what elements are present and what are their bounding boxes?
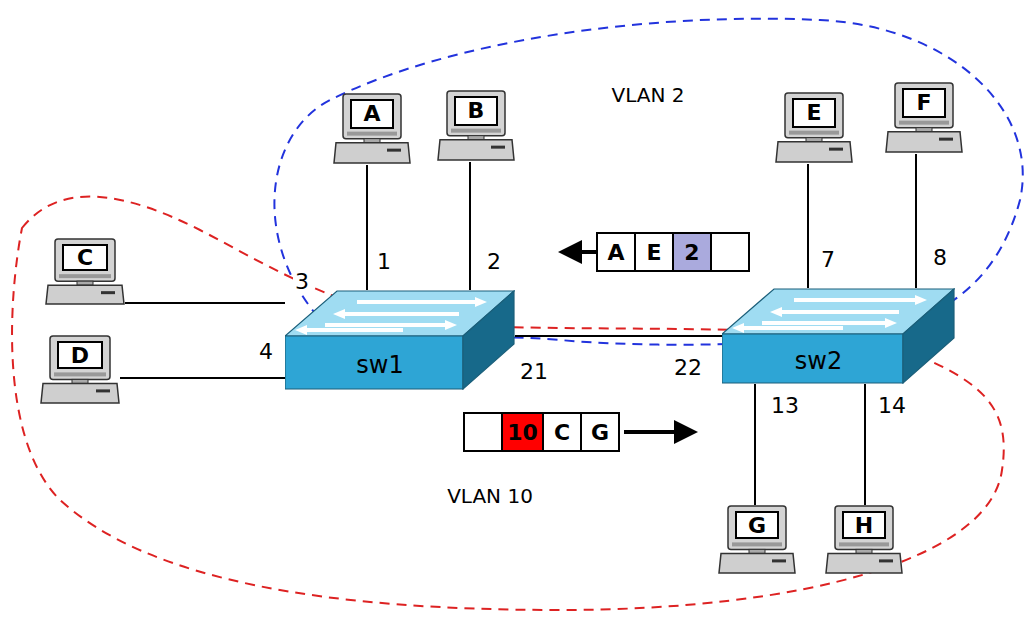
- frame-field: C: [554, 420, 570, 445]
- frame-field: 10: [507, 420, 538, 445]
- port-number: 14: [876, 394, 908, 418]
- switch-name: sw2: [795, 347, 842, 375]
- network-link: [366, 165, 368, 290]
- frame-field: E: [646, 240, 661, 265]
- computer-name: C: [62, 244, 108, 271]
- frame-cell: [463, 412, 503, 452]
- switch-name: sw1: [356, 351, 403, 379]
- port-number: 13: [769, 394, 801, 418]
- frame-cell: G: [580, 412, 620, 452]
- port-number: 4: [257, 340, 275, 364]
- frame-node: 10 CG: [465, 412, 620, 452]
- frame-field: G: [591, 420, 609, 445]
- computer-node: E: [775, 92, 853, 164]
- frame-cell: A: [596, 232, 636, 272]
- network-link: [915, 154, 917, 288]
- vlan-label: VLAN 10: [445, 485, 535, 507]
- port-number: 7: [819, 248, 837, 272]
- port-number: 2: [485, 250, 503, 274]
- network-link: [120, 377, 285, 379]
- vlan-label: VLAN 2: [609, 84, 686, 106]
- vlan-2-region: [274, 19, 1022, 345]
- frame-node: AE2: [598, 232, 750, 272]
- computer-name: D: [57, 341, 103, 369]
- network-link: [515, 335, 722, 337]
- computer-node: C: [45, 238, 125, 306]
- computer-name: E: [792, 98, 836, 128]
- vlan-10-region: [12, 197, 1004, 610]
- port-number: 8: [931, 246, 949, 270]
- computer-node: B: [437, 90, 515, 162]
- switch-node: sw1: [285, 290, 515, 390]
- computer-name: B: [454, 96, 498, 126]
- network-link: [125, 302, 285, 304]
- frame-cell: 2: [672, 232, 712, 272]
- frame-field: A: [607, 240, 624, 265]
- switch-node: sw2: [722, 288, 955, 384]
- port-number: 21: [518, 360, 550, 384]
- computer-node: H: [825, 505, 903, 575]
- computer-node: D: [40, 335, 120, 405]
- computer-node: G: [718, 505, 796, 575]
- frame-arrow-left: [558, 240, 598, 264]
- frame-cell: 10: [501, 412, 544, 452]
- computer-name: H: [842, 511, 886, 539]
- frame-cell: E: [634, 232, 674, 272]
- computer-node: A: [333, 93, 411, 165]
- network-link: [754, 384, 756, 505]
- computer-node: F: [885, 82, 963, 154]
- port-number: 22: [672, 356, 704, 380]
- port-number: 3: [293, 270, 311, 294]
- frame-cell: C: [542, 412, 582, 452]
- computer-name: A: [350, 99, 394, 129]
- computer-name: F: [902, 88, 946, 118]
- frame-field: 2: [684, 240, 699, 265]
- network-link: [864, 384, 866, 505]
- port-number: 1: [375, 250, 393, 274]
- frame-cell: [710, 232, 750, 272]
- frame-arrow-right: [624, 420, 698, 444]
- network-link: [807, 164, 809, 288]
- network-link: [469, 162, 471, 290]
- computer-name: G: [735, 511, 779, 539]
